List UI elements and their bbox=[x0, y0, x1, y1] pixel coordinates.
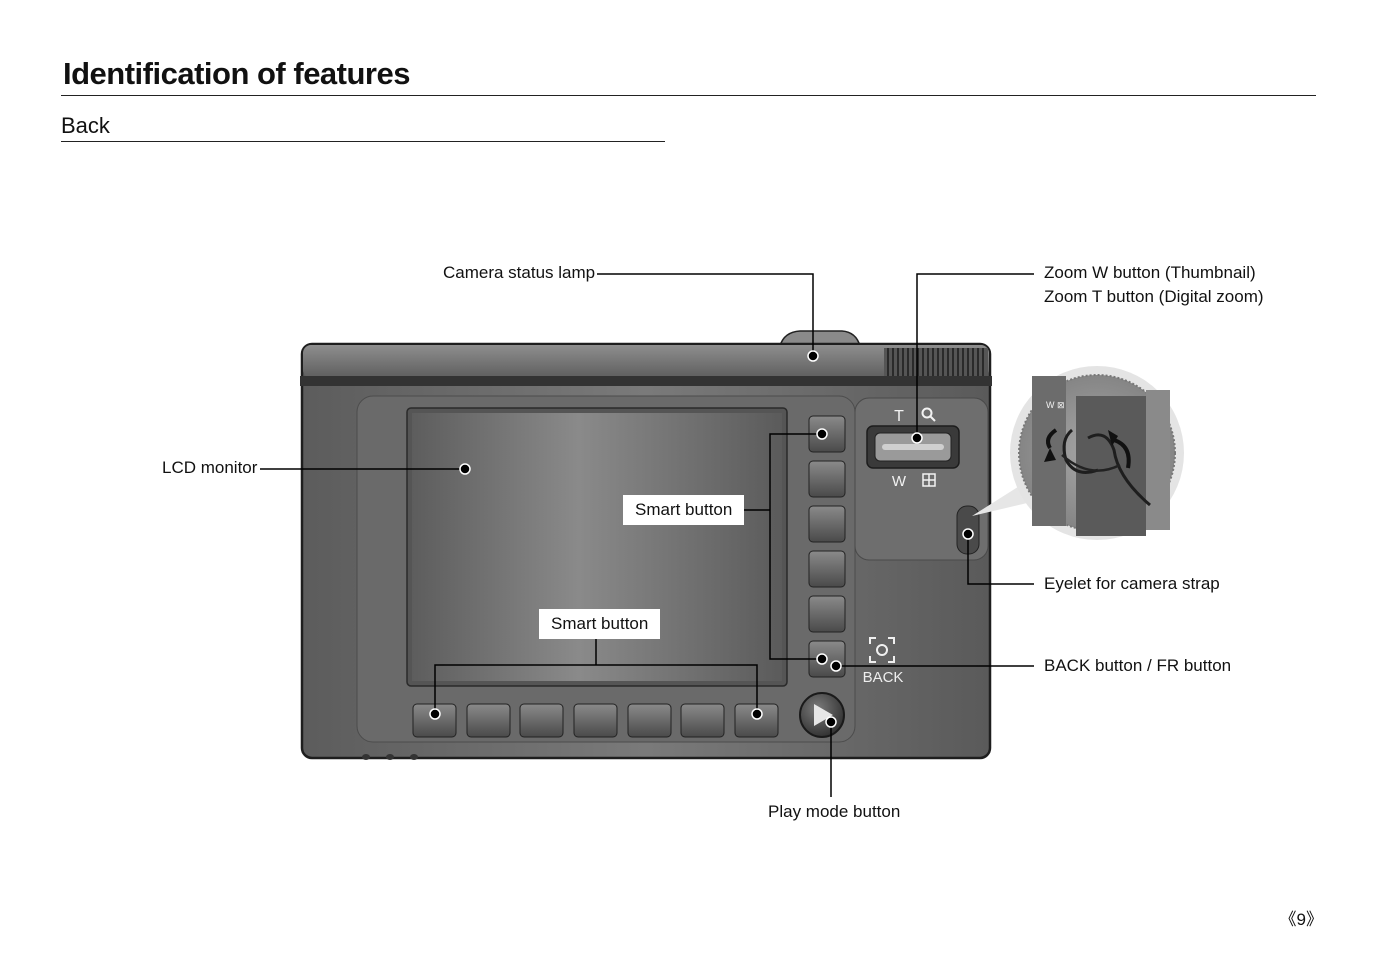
title-divider bbox=[61, 95, 1316, 96]
leader-zoom bbox=[916, 273, 1034, 438]
smart-button-h6 bbox=[680, 703, 725, 738]
face-recognition-icon bbox=[869, 637, 895, 663]
pointer-dots bbox=[429, 350, 974, 728]
label-back-fr: BACK button / FR button bbox=[1044, 656, 1232, 675]
top-dial bbox=[779, 330, 861, 347]
smart-button-h2 bbox=[466, 703, 511, 738]
play-triangle-icon bbox=[814, 704, 833, 726]
label-smart-button-right: Smart button bbox=[623, 495, 745, 525]
smart-button-v4 bbox=[808, 550, 846, 588]
magnifier-icon bbox=[921, 407, 936, 422]
smart-button-h3 bbox=[519, 703, 564, 738]
label-smart-button-bottom: Smart button bbox=[539, 609, 661, 639]
label-zoom-w: Zoom W button (Thumbnail) bbox=[1044, 263, 1256, 282]
leader-lines bbox=[260, 273, 1034, 797]
back-text: BACK bbox=[863, 669, 904, 686]
thumbnail-icon bbox=[922, 473, 936, 487]
page-title: Identification of features bbox=[63, 56, 410, 91]
label-play-mode: Play mode button bbox=[768, 802, 901, 821]
zoom-t-mark: T bbox=[894, 408, 904, 425]
lcd-screen bbox=[412, 413, 782, 681]
leader-smart-bottom bbox=[434, 638, 758, 714]
camera-top-trim bbox=[300, 376, 992, 386]
smart-button-h5 bbox=[627, 703, 672, 738]
page-number: 《9》 bbox=[1279, 910, 1323, 929]
smart-button-v3 bbox=[808, 505, 846, 543]
smart-buttons-horizontal bbox=[412, 703, 779, 738]
label-status-lamp: Camera status lamp bbox=[443, 263, 596, 282]
leader-eyelet bbox=[967, 534, 1034, 585]
zoom-rocker-highlight bbox=[882, 444, 944, 450]
label-zoom-t: Zoom T button (Digital zoom) bbox=[1044, 287, 1264, 306]
inset-mark: W ⊠ bbox=[1046, 400, 1065, 410]
label-eyelet: Eyelet for camera strap bbox=[1044, 574, 1220, 593]
inset-strap-detail bbox=[1032, 376, 1170, 536]
zoom-w-mark: W bbox=[892, 473, 907, 490]
subtitle-divider bbox=[61, 141, 665, 142]
body-feet bbox=[362, 754, 418, 760]
label-lcd: LCD monitor bbox=[162, 458, 258, 477]
smart-button-v2 bbox=[808, 460, 846, 498]
mode-dial-ridges bbox=[884, 348, 988, 376]
leader-status-lamp bbox=[597, 273, 814, 356]
smart-button-v5 bbox=[808, 595, 846, 633]
section-subtitle: Back bbox=[61, 113, 110, 138]
smart-button-h4 bbox=[573, 703, 618, 738]
